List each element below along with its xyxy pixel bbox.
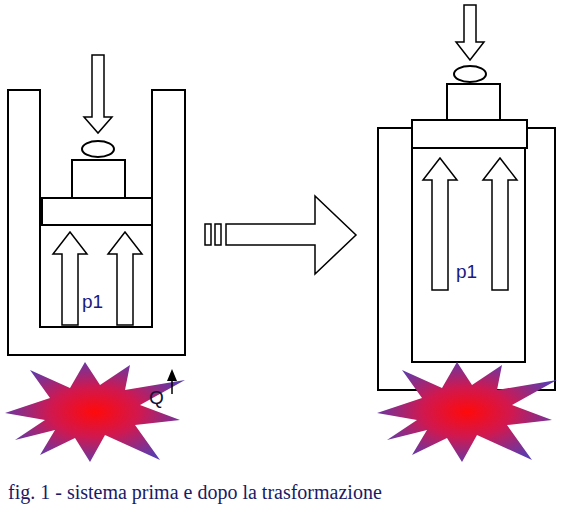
piston (412, 120, 527, 148)
force-arrow (456, 5, 484, 60)
heat-arrow (171, 380, 173, 394)
weight (454, 66, 486, 82)
weight-block (447, 84, 500, 120)
pressure-arrow (423, 158, 457, 290)
pressure-arrow (53, 232, 87, 325)
process-arrow (226, 196, 356, 274)
pressure-arrow (108, 232, 142, 325)
force-arrow (84, 55, 112, 133)
heat-source (377, 362, 557, 462)
heat-label: Q (149, 388, 164, 407)
pressure-arrow (483, 158, 517, 290)
heat-source (5, 362, 185, 462)
cylinder (378, 128, 555, 390)
process-arrow (205, 224, 211, 245)
figure-caption: fig. 1 - sistema prima e dopo la trasfor… (8, 482, 382, 502)
process-arrow (215, 224, 221, 245)
pressure-label: p1 (82, 292, 103, 311)
weight (82, 141, 114, 157)
pressure-label: p1 (456, 262, 477, 281)
weight-block (72, 160, 125, 198)
piston (42, 198, 152, 225)
heat-arrow-head (167, 369, 177, 381)
